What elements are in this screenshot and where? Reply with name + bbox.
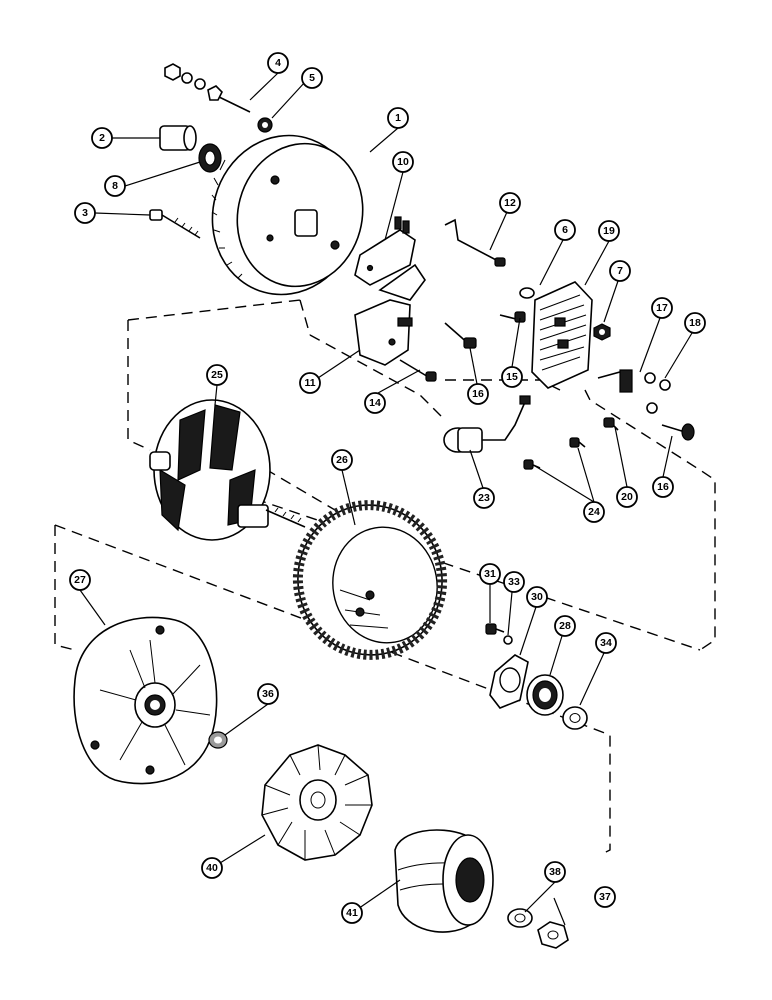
callout-14: 14 [364,392,386,414]
stator-part [292,500,448,660]
svg-text:7: 7 [617,265,623,277]
svg-text:25: 25 [211,369,223,381]
bearing-sleeve-part [159,125,197,151]
svg-text:30: 30 [531,591,543,603]
callout-7: 7 [609,260,631,282]
seal-part [198,143,222,173]
callout-36: 36 [257,683,279,705]
svg-text:26: 26 [336,454,348,466]
regulator-plate-part [354,216,416,286]
svg-text:14: 14 [369,397,381,409]
callout-33: 33 [503,571,525,593]
svg-text:12: 12 [504,197,516,209]
bearing-retainer-parts [485,623,588,730]
svg-text:28: 28 [559,620,571,632]
svg-text:20: 20 [621,491,633,503]
svg-text:15: 15 [506,371,518,383]
callout-8: 8 [104,175,126,197]
callout-5: 5 [301,67,323,89]
collar-36-part [208,731,228,749]
callout-25: 25 [206,364,228,386]
svg-text:27: 27 [74,574,86,586]
callout-34: 34 [595,632,617,654]
callout-6: 6 [554,219,576,241]
rotor-part [149,399,306,541]
svg-text:40: 40 [206,862,218,874]
washer-6-part [519,287,535,299]
top-fasteners-part [164,63,273,133]
svg-text:5: 5 [309,72,315,84]
svg-text:6: 6 [562,224,568,236]
callout-17: 17 [651,297,673,319]
svg-text:3: 3 [82,207,88,219]
svg-text:18: 18 [689,317,701,329]
svg-text:16: 16 [472,388,484,400]
callout-30: 30 [526,586,548,608]
callout-41: 41 [341,902,363,924]
callout-38: 38 [544,861,566,883]
through-bolt-part [149,209,201,239]
callout-19: 19 [598,220,620,242]
callout-11: 11 [299,372,321,394]
callout-27: 27 [69,569,91,591]
svg-text:8: 8 [112,180,118,192]
svg-text:4: 4 [275,57,281,69]
drive-end-frame-part [73,616,218,785]
callout-28: 28 [554,615,576,637]
svg-text:31: 31 [484,568,496,580]
pulley-part [394,829,494,933]
nut-7-part [593,323,611,341]
svg-text:11: 11 [304,377,315,389]
terminal-part [597,369,671,414]
svg-text:16: 16 [657,481,669,493]
callout-23: 23 [473,487,495,509]
callout-40: 40 [201,857,223,879]
svg-text:37: 37 [599,891,611,903]
callout-24: 24 [583,501,605,523]
svg-text:24: 24 [588,506,600,518]
screws-right-part [603,417,695,441]
callout-37: 37 [594,886,616,908]
callout-31: 31 [479,563,501,585]
svg-text:33: 33 [508,576,520,588]
callout-3: 3 [74,202,96,224]
end-frame-part [211,134,364,296]
callout-15: 15 [501,366,523,388]
svg-text:36: 36 [262,688,274,700]
callout-2: 2 [91,127,113,149]
svg-text:34: 34 [600,637,612,649]
svg-text:10: 10 [397,156,409,168]
brush-holder-part [354,263,426,366]
svg-text:41: 41 [346,907,358,919]
fan-part [261,744,373,861]
callout-18: 18 [684,312,706,334]
svg-text:1: 1 [395,112,401,124]
callout-26: 26 [331,449,353,471]
svg-text:23: 23 [478,492,490,504]
callout-12: 12 [499,192,521,214]
screws-24-part [523,437,586,470]
callout-1: 1 [387,107,409,129]
bracket-wire-part [444,218,506,267]
svg-text:17: 17 [656,302,668,314]
leader-lines [79,72,693,926]
callout-10: 10 [392,151,414,173]
svg-text:38: 38 [549,866,561,878]
svg-text:19: 19 [603,225,615,237]
callout-16-right: 16 [652,476,674,498]
capacitor-part [443,395,531,453]
callout-20: 20 [616,486,638,508]
pulley-nut-parts [507,908,569,949]
callout-4: 4 [267,52,289,74]
rectifier-bridge-part [531,281,593,389]
svg-text:2: 2 [99,132,105,144]
callout-16-left: 16 [467,383,489,405]
